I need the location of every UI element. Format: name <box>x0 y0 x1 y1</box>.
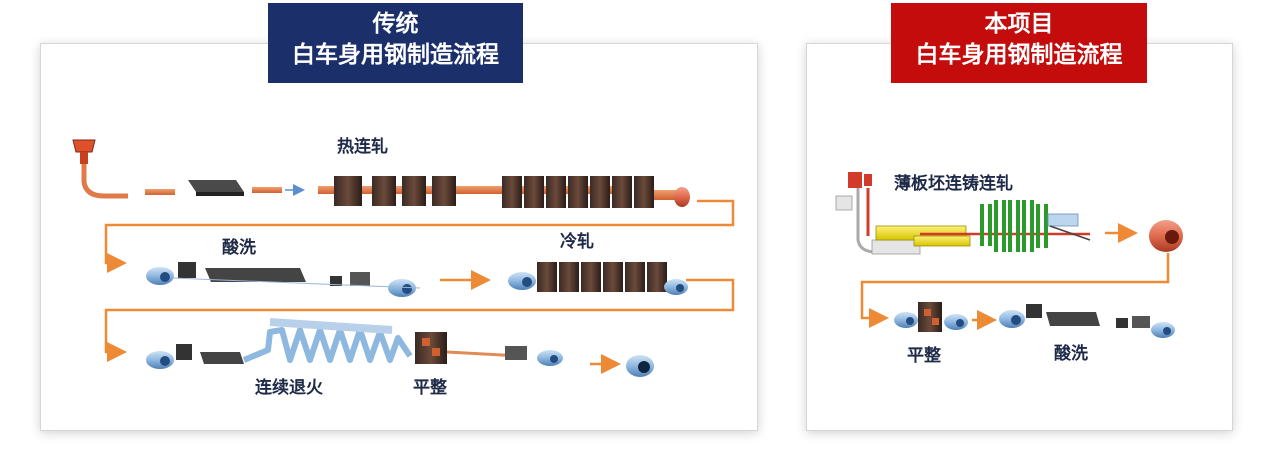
temper-mill-icon <box>415 332 563 366</box>
cold-rolling-mill-icon <box>508 262 688 295</box>
hot-coil-icon <box>1149 220 1183 252</box>
continuous-annealing-line-icon <box>146 318 413 369</box>
traditional-title-line1: 传统 <box>372 11 419 37</box>
project-temper-mill-icon <box>894 302 968 332</box>
project-title-line1: 本项目 <box>984 11 1054 37</box>
slab-piece-icon <box>145 189 175 195</box>
label-temper-rolling: 平整 <box>413 377 447 398</box>
pickling-line-icon <box>146 262 421 297</box>
project-process-title: 本项目 白车身用钢制造流程 <box>891 3 1147 83</box>
traditional-title-line2: 白车身用钢制造流程 <box>292 42 499 68</box>
finished-coil-icon <box>626 355 654 377</box>
project-flow-lines <box>860 223 1170 330</box>
hot-rolling-mill-icon <box>318 176 690 208</box>
label-project-temper-rolling: 平整 <box>907 345 941 366</box>
label-thin-slab-casting-rolling: 薄板坯连铸连轧 <box>894 173 1013 194</box>
reheating-furnace-icon <box>188 180 244 196</box>
slab-piece-icon <box>252 187 282 193</box>
project-pickling-line-icon <box>999 304 1175 338</box>
label-pickling: 酸洗 <box>222 237 256 258</box>
traditional-flow-lines <box>104 199 735 374</box>
label-cold-rolling: 冷轧 <box>560 231 594 252</box>
label-continuous-annealing: 连续退火 <box>255 377 324 398</box>
ladle-icon <box>72 139 128 199</box>
project-title-line2: 白车身用钢制造流程 <box>915 42 1123 68</box>
label-project-pickling: 酸洗 <box>1054 343 1088 364</box>
thin-slab-caster-icon <box>835 172 1091 255</box>
traditional-process-title: 传统 白车身用钢制造流程 <box>268 3 523 83</box>
label-hot-rolling: 热连轧 <box>337 136 388 157</box>
